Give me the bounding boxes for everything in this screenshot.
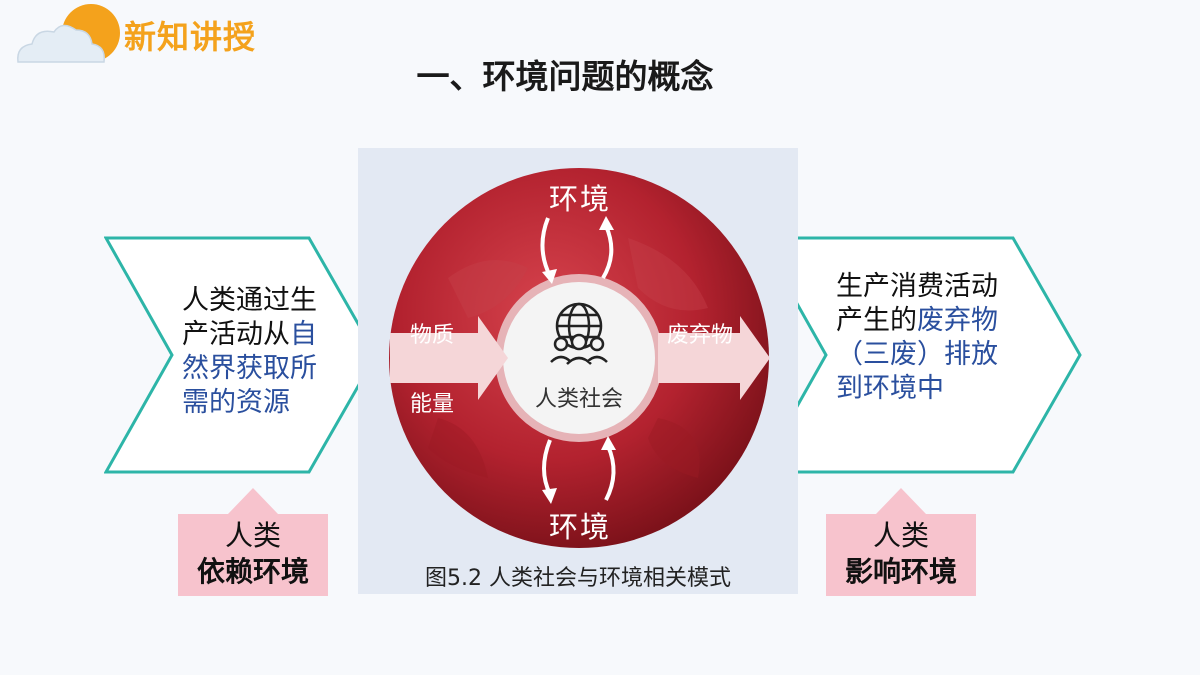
energy-label: 能量 [410, 392, 455, 417]
left-box-line2: 产活动从自 [182, 318, 317, 352]
right-box-line3: （三废）排放 [836, 339, 998, 370]
left-label-box [178, 488, 328, 596]
people-globe-icon [550, 302, 608, 365]
sun-cloud-logo-icon [17, 4, 120, 63]
right-label-line2: 影响环境 [844, 555, 957, 588]
right-box-line2-text: 产生的 [836, 305, 917, 336]
left-box-line2-text: 产活动从 [182, 319, 290, 350]
section-title-logo-text: 新知讲授 [124, 18, 257, 56]
left-box-line4: 需的资源 [182, 387, 290, 418]
top-out-arrow-icon [601, 225, 614, 280]
left-box-line2-highlight: 自 [290, 319, 317, 350]
input-arrow-icon [390, 316, 508, 400]
page-title: 一、环境问题的概念 [416, 57, 714, 96]
right-box-line1: 生产消费活动 [836, 271, 998, 302]
earth-globe-diagram [389, 168, 770, 548]
figure-caption: 图5.2 人类社会与环境相关模式 [425, 566, 731, 591]
right-label-text: 人类 影响环境 [826, 518, 976, 590]
right-label-line1: 人类 [872, 519, 929, 552]
right-box-line2-highlight: 废弃物 [917, 305, 998, 336]
environment-top-label: 环境 [548, 182, 611, 216]
material-label: 物质 [410, 323, 455, 348]
left-box-line1: 人类通过生 [182, 285, 317, 316]
right-box-line2: 产生的废弃物 [836, 304, 998, 338]
right-box-line4: 到环境中 [836, 373, 944, 404]
human-society-label: 人类社会 [534, 387, 623, 412]
waste-label: 废弃物 [667, 323, 734, 348]
right-chevron-box [758, 236, 1082, 474]
left-label-line2: 依赖环境 [196, 555, 309, 588]
left-box-text: 人类通过生 产活动从自 然界获取所 需的资源 [182, 284, 317, 420]
right-label-box [826, 488, 976, 596]
output-arrow-icon [658, 316, 770, 400]
left-box-line3: 然界获取所 [182, 353, 317, 384]
left-label-text: 人类 依赖环境 [178, 518, 328, 590]
left-chevron-box [104, 236, 378, 474]
bottom-in-arrow-icon [604, 445, 616, 501]
environment-bottom-label: 环境 [548, 510, 611, 544]
left-label-line1: 人类 [224, 519, 281, 552]
right-box-text: 生产消费活动 产生的废弃物 （三废）排放 到环境中 [836, 270, 998, 406]
